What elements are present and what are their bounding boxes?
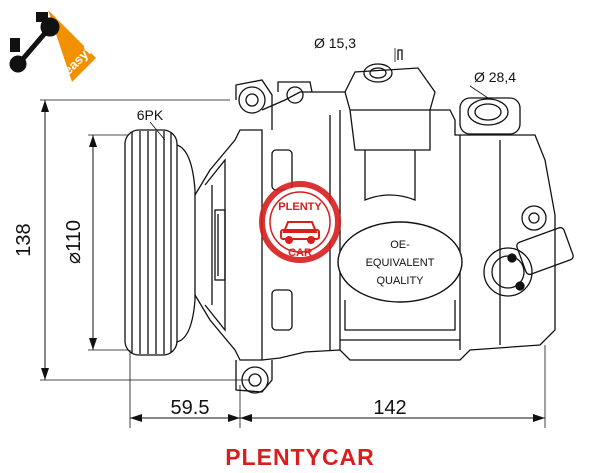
plentycar-footer: PLENTYCAR (225, 444, 375, 470)
watermark-bottom-text: CAR (288, 247, 312, 259)
dimension-belt-type: 6PK (137, 107, 164, 123)
dimension-lines (40, 48, 546, 428)
easyfit-orange-triangle (48, 10, 96, 82)
oe-label-line2: EQUIVALENT (366, 257, 435, 269)
oe-quality-label: OE- EQUIVALENT QUALITY (337, 221, 463, 303)
car-icon (280, 221, 320, 244)
watermark-top-text: PLENTY (278, 201, 322, 213)
wrench-icon (9, 12, 60, 73)
compressor-body (261, 49, 556, 361)
dimension-body-length: 142 (373, 397, 406, 419)
oe-label-line1: OE- (390, 239, 410, 251)
easyfit-badge: easyfit (8, 8, 100, 82)
dimension-pulley-offset: 59.5 (171, 397, 210, 419)
dimension-height: 138 (13, 223, 35, 256)
front-housing (194, 79, 273, 394)
plentycar-watermark: PLENTY CAR (259, 181, 341, 263)
dimension-port-small: Ø 15,3 (314, 35, 356, 51)
dimension-pulley-diameter: ⌀110 (63, 220, 85, 264)
dimension-port-large: Ø 28,4 (474, 69, 516, 85)
pulley (124, 129, 196, 356)
control-valve-connector (483, 226, 574, 297)
oe-label-line3: QUALITY (376, 275, 424, 287)
